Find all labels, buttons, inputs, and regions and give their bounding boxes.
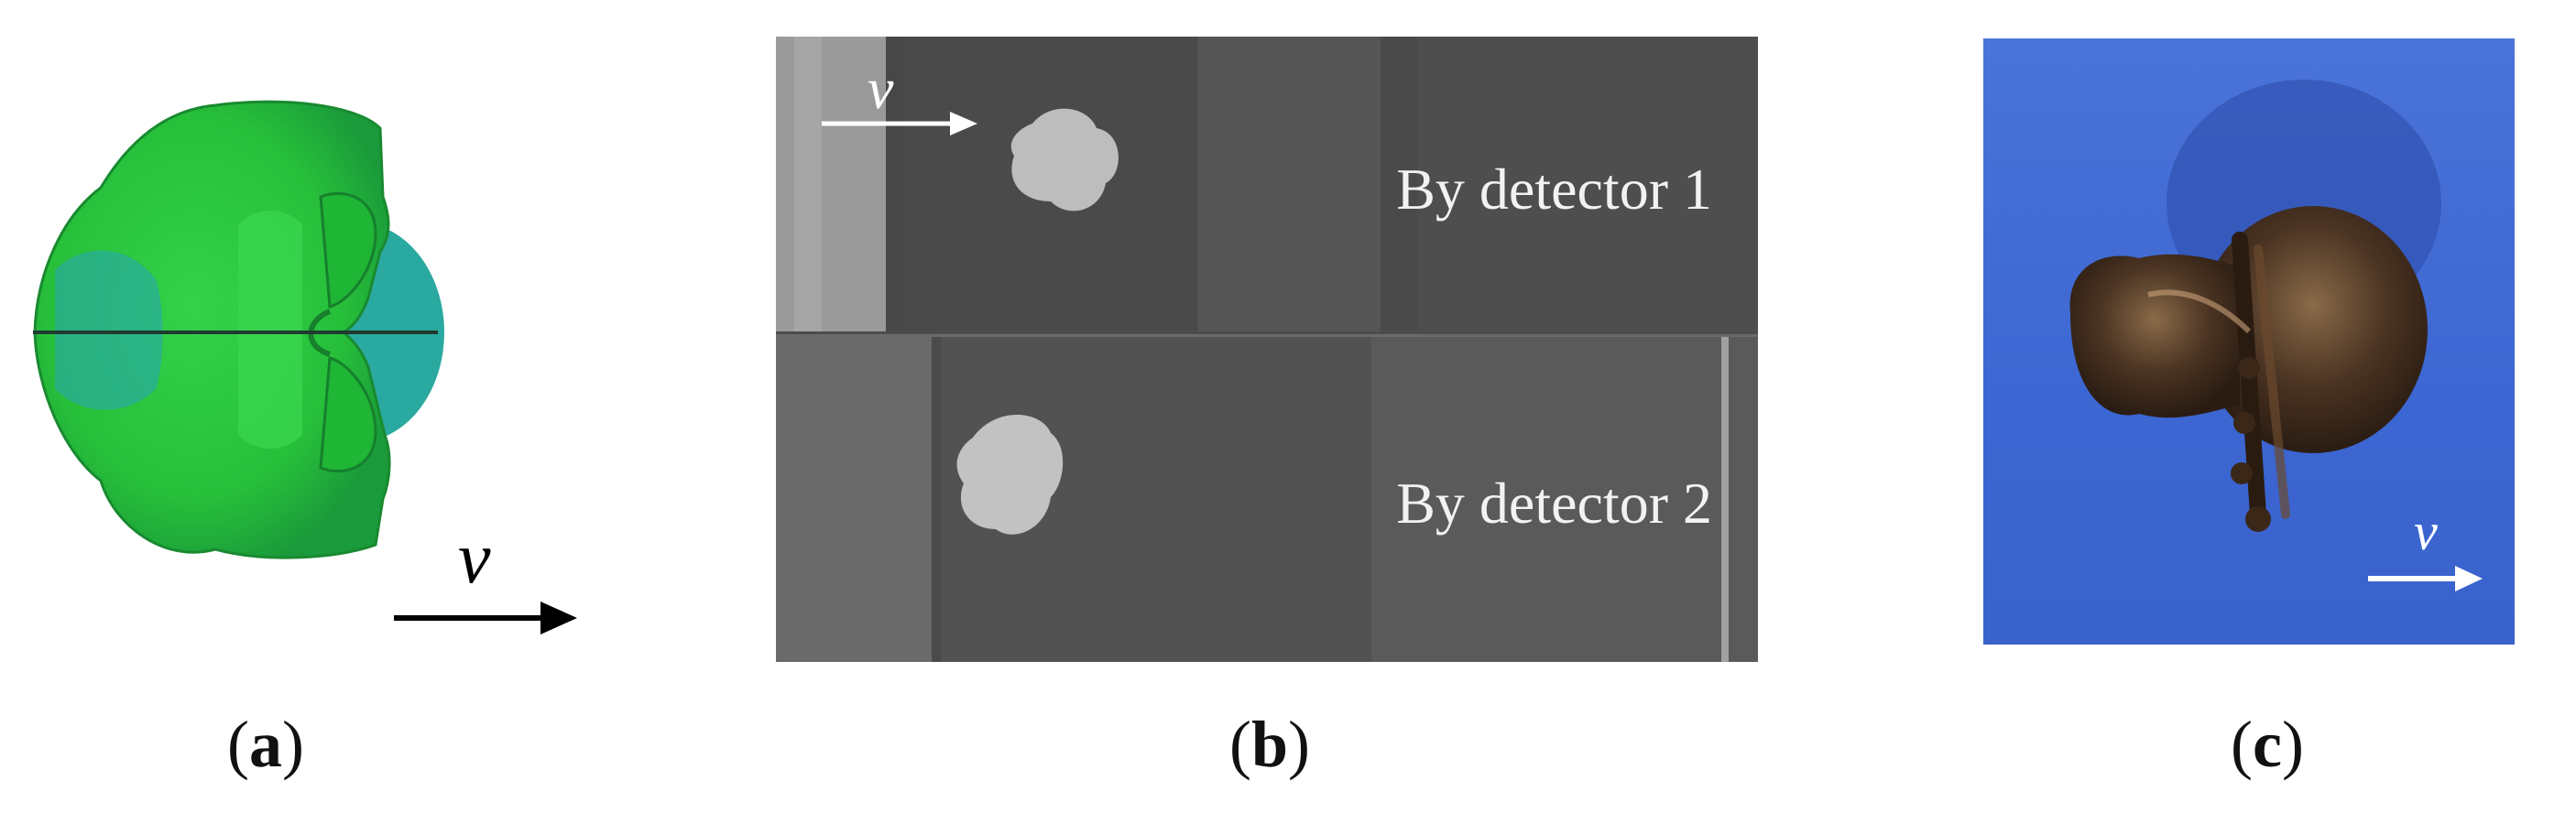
caption-b: (b) bbox=[1228, 708, 1310, 781]
panel-c-photo: v bbox=[1983, 38, 2515, 645]
velocity-label-b: v bbox=[868, 56, 894, 121]
recovered-fragment-photo bbox=[2069, 80, 2483, 591]
fragment-silhouette-1 bbox=[1010, 108, 1119, 211]
detector-2-label: By detector 2 bbox=[1396, 471, 1712, 536]
body-region bbox=[33, 100, 391, 559]
panel-b-xray: v By detector 1 By detector 2 bbox=[776, 37, 1758, 662]
caption-b-letter: b bbox=[1250, 708, 1289, 781]
velocity-label-c: v bbox=[2414, 502, 2438, 561]
xray-image-detector-1: v By detector 1 bbox=[776, 37, 1758, 331]
caption-c: (c) bbox=[2231, 708, 2304, 781]
detector-1-label: By detector 1 bbox=[1396, 157, 1712, 222]
simulated-fragment-shape bbox=[33, 100, 577, 634]
caption-a-letter: a bbox=[249, 708, 282, 781]
caption-c-letter: c bbox=[2253, 708, 2282, 781]
fragment-silhouette-2 bbox=[956, 415, 1064, 535]
velocity-label-a: v bbox=[458, 518, 491, 599]
xray-image-detector-2: By detector 2 bbox=[776, 334, 1758, 662]
caption-a: (a) bbox=[227, 708, 304, 781]
panel-a-simulation: v bbox=[27, 87, 595, 655]
